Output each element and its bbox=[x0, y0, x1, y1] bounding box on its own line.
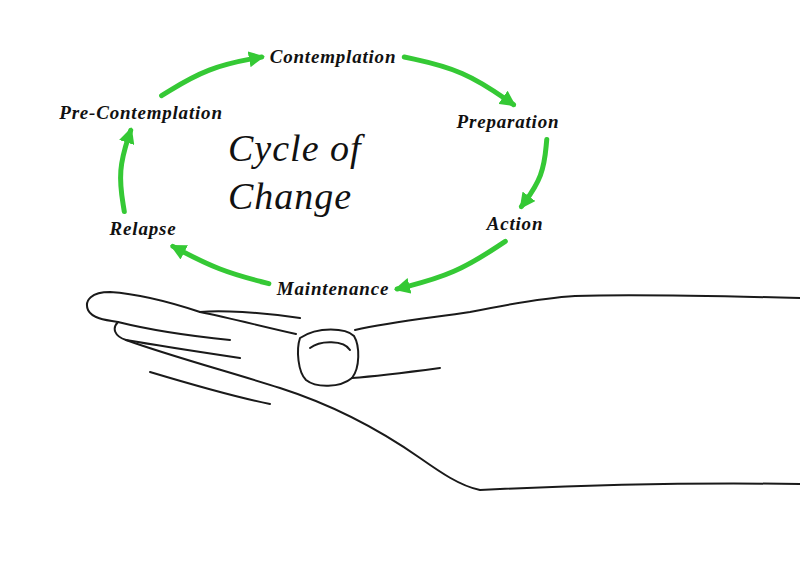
cycle-arrow bbox=[404, 57, 513, 105]
stage-label: Pre-Contemplation bbox=[55, 100, 227, 127]
stage-label: Preparation bbox=[453, 109, 564, 136]
cycle-arrow bbox=[173, 246, 269, 283]
stage-name: Relapse bbox=[110, 218, 177, 241]
stage-name: Action bbox=[487, 213, 544, 236]
stage-label: Contemplation bbox=[266, 44, 401, 71]
cycle-arrow bbox=[121, 130, 131, 211]
stage-name: Contemplation bbox=[270, 46, 397, 69]
diagram-title: Cycle of Change bbox=[228, 124, 428, 220]
cycle-arrow bbox=[162, 57, 262, 96]
stage-name: Preparation bbox=[457, 111, 560, 134]
cycle-arrow bbox=[397, 241, 505, 289]
stage-label: Relapse bbox=[106, 216, 181, 243]
stage-label: Action bbox=[483, 211, 548, 238]
stage-name: Maintenance bbox=[277, 278, 389, 301]
stage-label: Maintenance bbox=[273, 276, 393, 303]
cycle-arrow bbox=[521, 139, 546, 206]
stage-name: Pre-Contemplation bbox=[59, 102, 223, 125]
